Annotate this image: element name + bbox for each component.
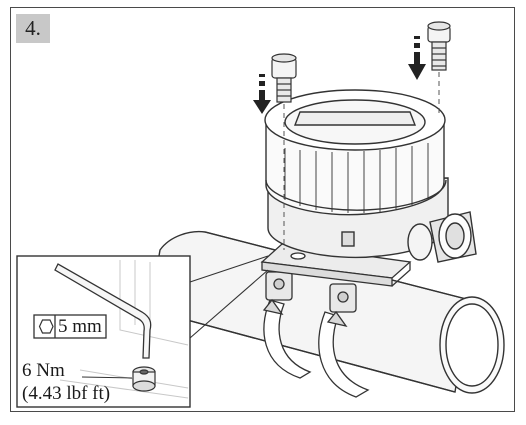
step-number-badge: 4. <box>16 14 50 43</box>
transmitter-housing <box>264 89 477 263</box>
torque-label-nm: 6 Nm <box>22 360 65 381</box>
hexagon-socket-icon <box>38 319 54 334</box>
alignment-dashed-lines <box>283 72 440 250</box>
allen-key <box>54 263 152 359</box>
screw-right <box>427 21 451 71</box>
dashed-down-arrow-icon <box>253 74 271 114</box>
inset-leader-lines <box>189 255 269 339</box>
detail-inset <box>16 255 191 408</box>
mounting-bracket <box>260 243 412 287</box>
inset-screw <box>132 366 156 392</box>
screw-left <box>271 53 297 103</box>
tool-size-label: 5 mm <box>58 316 102 337</box>
pipe-clamp-straps <box>262 271 370 398</box>
dashed-down-arrow-icon <box>408 36 426 80</box>
tool-size-box <box>33 314 107 339</box>
pipe <box>149 230 505 394</box>
torque-label-imperial: (4.43 lbf ft) <box>22 383 111 404</box>
